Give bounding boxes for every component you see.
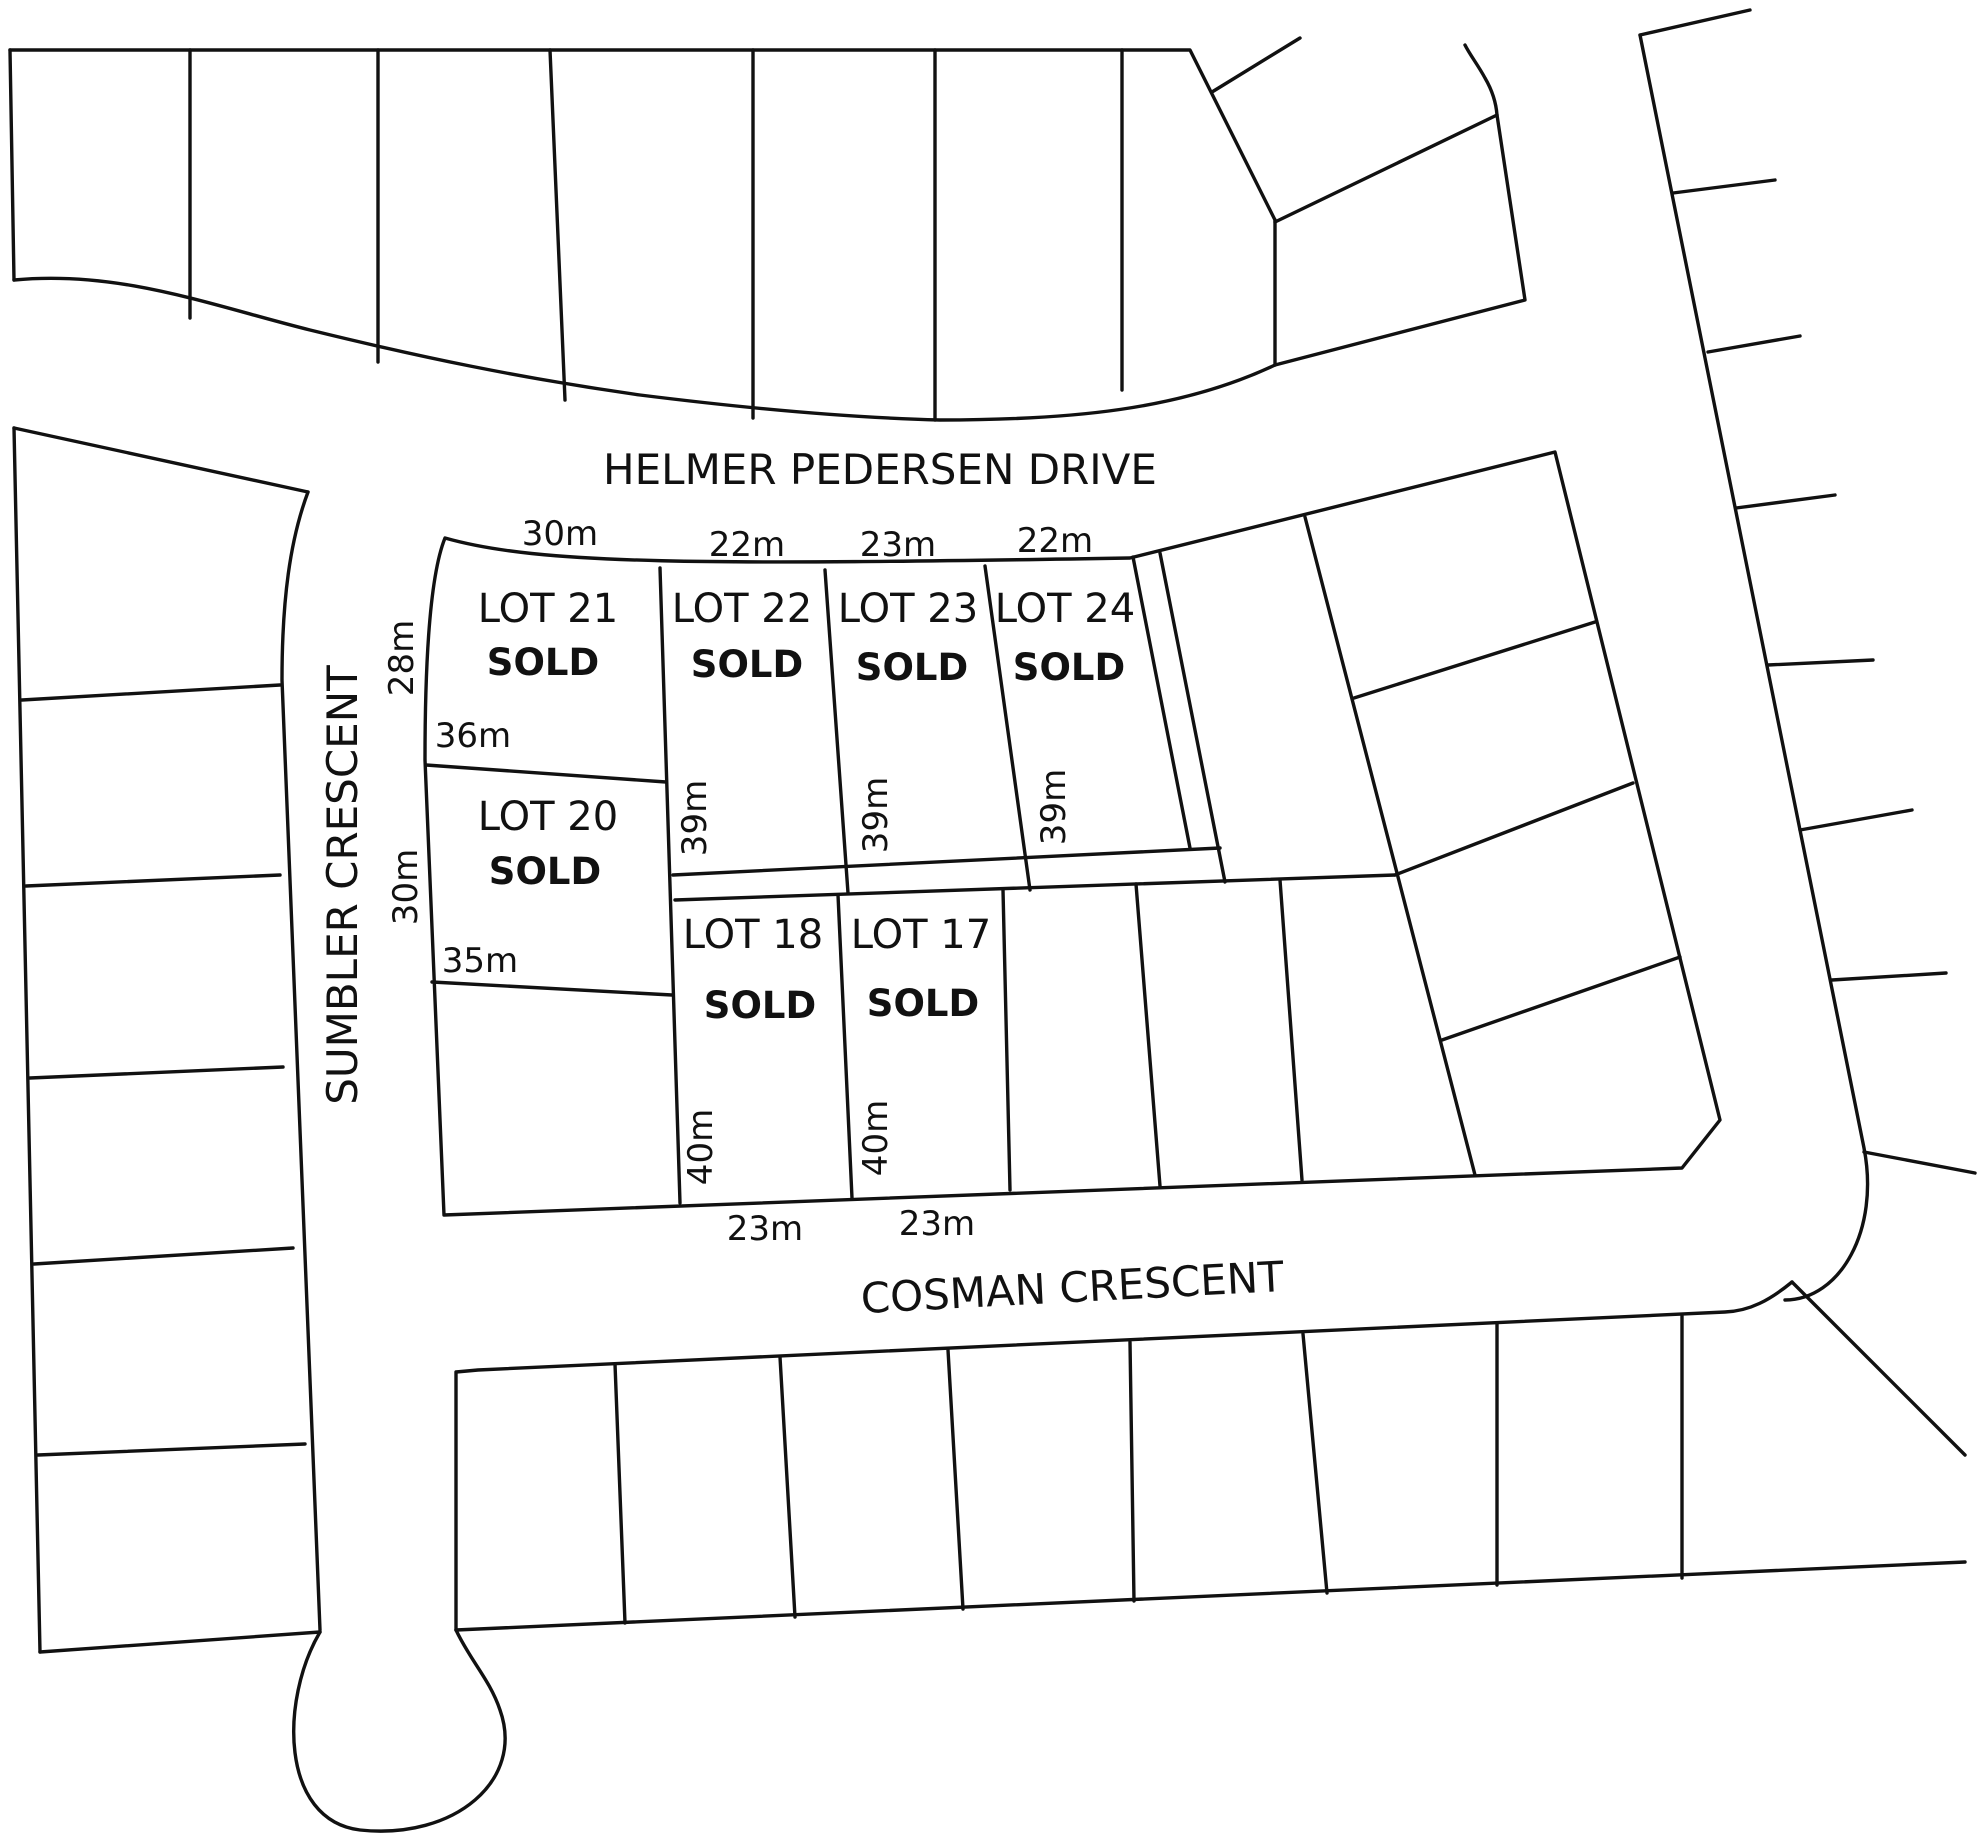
north-block — [8, 36, 1302, 422]
lot-20-rear-line — [430, 980, 674, 997]
lot-22-status: SOLD — [691, 643, 803, 686]
lot-17-east-line — [1001, 888, 1012, 1192]
dim-lot21-side: 28m — [382, 620, 422, 696]
east-block-curb — [1638, 33, 1870, 1302]
lot-21-22-divider — [658, 566, 682, 1205]
east-top-edge — [1638, 8, 1752, 37]
west-lot-line-2 — [24, 873, 282, 888]
northeast-wedge-block — [1273, 43, 1527, 367]
south-lot-line-2 — [778, 1355, 797, 1619]
east-block — [1638, 8, 1977, 1457]
west-block — [12, 426, 322, 1654]
lot-18-17-divider — [836, 893, 854, 1200]
central-east-lot-line-1 — [1352, 620, 1597, 700]
south-lot-line-5 — [1301, 1332, 1329, 1595]
lot-20-status: SOLD — [489, 850, 601, 893]
wedge-outline — [1273, 43, 1527, 367]
cul-de-sac-bulb — [292, 1628, 507, 1833]
dim-lot21-front: 30m — [522, 514, 598, 554]
east-lot-line-8 — [1790, 1280, 1967, 1457]
lot-21-label: LOT 21 — [478, 586, 618, 632]
lot-22-label: LOT 22 — [672, 586, 812, 632]
central-east-lot-line-2 — [1393, 781, 1635, 877]
south-lot-line-3 — [946, 1348, 965, 1611]
dim-lot24-front: 22m — [1017, 521, 1093, 561]
central-block-outline — [423, 450, 1722, 1217]
west-lot-line-4 — [32, 1246, 295, 1266]
street-label-sumbler: SUMBLER CRESCENT — [318, 665, 367, 1105]
lot-21-rear-line — [424, 763, 668, 784]
north-lot-line-3 — [548, 48, 567, 402]
lot-18-status: SOLD — [704, 984, 816, 1027]
bottom-row-divider-1 — [1134, 882, 1162, 1188]
cosman-south-curb — [454, 1280, 1794, 1632]
dim-lot22-depth: 39m — [675, 780, 715, 856]
dim-lot17-depth: 40m — [856, 1100, 896, 1176]
east-lot-line-5 — [1798, 808, 1914, 832]
lot-23-label: LOT 23 — [838, 586, 978, 632]
east-lot-line-6 — [1830, 971, 1948, 982]
south-lot-line-4 — [1128, 1340, 1136, 1603]
easement-south-line — [673, 873, 1397, 902]
east-lot-line-4 — [1766, 658, 1875, 667]
south-lot-line-1 — [613, 1362, 627, 1625]
lot-24-status: SOLD — [1013, 646, 1125, 689]
dim-lot23-depth: 39m — [856, 777, 896, 853]
dim-lot22-front: 22m — [709, 525, 785, 565]
dim-lot20-rear: 35m — [442, 941, 518, 981]
street-label-cosman: COSMAN CRESCENT — [860, 1252, 1286, 1323]
dim-lot18-depth: 40m — [681, 1109, 721, 1185]
central-east-lot-line-3 — [1440, 955, 1682, 1042]
north-lot-line-7 — [1210, 36, 1302, 94]
lot-23-24-divider — [983, 564, 1032, 892]
dim-lot18-front: 23m — [727, 1209, 803, 1249]
west-block-outline — [12, 426, 310, 494]
dim-lot23-front: 23m — [860, 525, 936, 565]
dim-lot20-side: 30m — [386, 849, 426, 925]
lot-24-label: LOT 24 — [995, 586, 1135, 632]
south-block-south-edge — [454, 1560, 1967, 1632]
west-block-south-edge — [38, 1630, 322, 1654]
west-lot-line-1 — [20, 683, 282, 702]
west-lot-line-3 — [28, 1065, 285, 1080]
east-lot-line-7 — [1862, 1150, 1977, 1175]
lot-17-label: LOT 17 — [851, 912, 991, 958]
helmer-north-curb — [12, 276, 1277, 422]
east-lot-line-2 — [1706, 334, 1802, 354]
lot-18-label: LOT 18 — [683, 912, 823, 958]
east-lot-line-3 — [1734, 493, 1837, 510]
lot-17-status: SOLD — [867, 982, 979, 1025]
lot-24-east-line — [1131, 555, 1192, 850]
easement-north-line — [671, 846, 1222, 877]
north-block-boundary — [8, 48, 1277, 222]
bottom-row-divider-2 — [1278, 878, 1304, 1182]
dim-lot17-front: 23m — [899, 1204, 975, 1244]
west-lot-line-5 — [36, 1442, 307, 1457]
west-block-west-edge — [12, 426, 42, 1654]
north-block-west-edge — [8, 48, 16, 282]
central-east-diagonal — [1303, 515, 1477, 1177]
lot-22-23-divider — [823, 568, 850, 895]
lot-20-label: LOT 20 — [478, 794, 618, 840]
central-block — [423, 450, 1722, 1217]
south-block — [454, 1280, 1967, 1632]
dim-lot21-rear: 36m — [435, 716, 511, 756]
lot-23-status: SOLD — [856, 646, 968, 689]
lot-21-status: SOLD — [487, 641, 599, 684]
dim-lot24-depth: 39m — [1034, 769, 1074, 845]
east-lot-line-1 — [1671, 178, 1777, 195]
street-label-helmer: HELMER PEDERSEN DRIVE — [603, 445, 1157, 494]
sumbler-west-curb — [280, 490, 322, 1632]
wedge-divider — [1273, 113, 1499, 224]
easement-east-line — [1158, 551, 1227, 884]
